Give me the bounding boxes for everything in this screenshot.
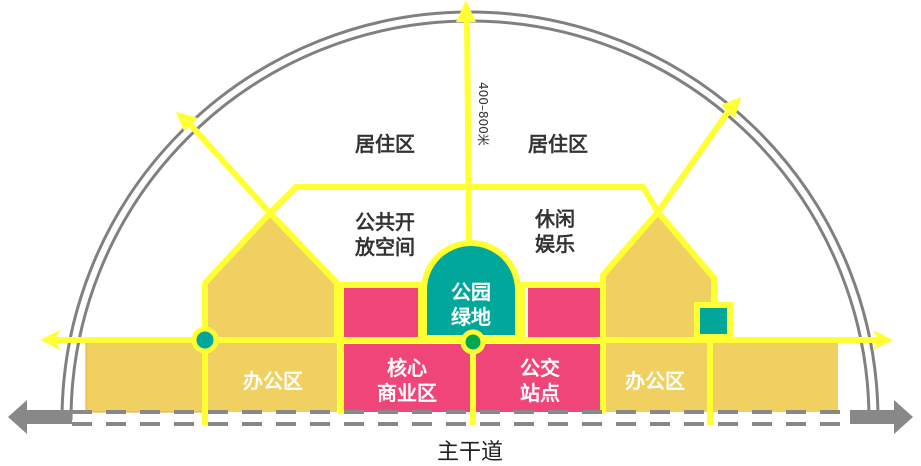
arterial-road bbox=[8, 400, 913, 434]
road-network bbox=[50, 17, 880, 425]
office-left-label: 办公区 bbox=[243, 369, 303, 393]
office-zone-right bbox=[603, 212, 838, 412]
office-right-label: 办公区 bbox=[625, 369, 685, 393]
park-label: 公园 绿地 bbox=[451, 280, 491, 329]
transit-node-center bbox=[460, 329, 486, 355]
commercial-blocks bbox=[344, 288, 600, 412]
road-arrowheads bbox=[40, 0, 893, 350]
radius-label: 400–800米 bbox=[476, 82, 490, 146]
leisure-label: 休闲 娱乐 bbox=[535, 207, 575, 256]
bus-station-label: 公交 站点 bbox=[520, 356, 560, 405]
core-commercial-label: 核心 商业区 bbox=[377, 356, 437, 405]
residential-right-label: 居住区 bbox=[528, 132, 588, 156]
office-zone-left bbox=[85, 213, 337, 413]
park-green-space bbox=[421, 240, 521, 341]
public-open-space-label: 公共开 放空间 bbox=[355, 210, 415, 259]
residential-left-label: 居住区 bbox=[355, 132, 415, 156]
transit-node-left bbox=[191, 326, 219, 354]
transit-node-right bbox=[694, 302, 733, 340]
arterial-road-label: 主干道 bbox=[437, 440, 504, 465]
